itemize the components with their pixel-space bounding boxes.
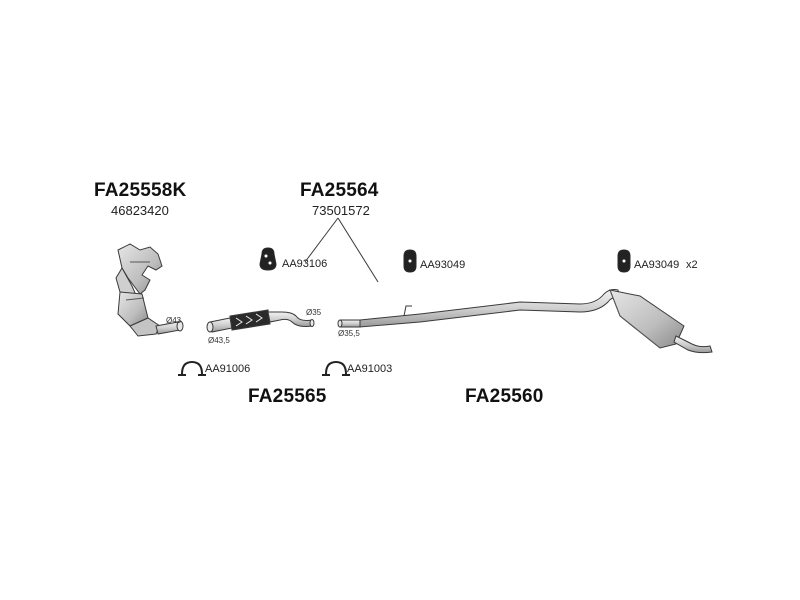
- callout-lines-front-pipe: [304, 217, 379, 283]
- diameter-manifold-out: Ø43: [166, 316, 182, 325]
- oem-number-manifold: 46823420: [111, 203, 169, 218]
- part-code-rear: FA25560: [465, 386, 544, 407]
- rubber-mount-icon: [403, 249, 417, 273]
- rubber-mount-icon: [259, 247, 277, 271]
- diameter-middle-in: Ø43,5: [208, 336, 230, 345]
- rubber-mount-icon: [617, 249, 631, 273]
- clamp-icon: [322, 360, 350, 376]
- clamp-icon: [178, 360, 206, 376]
- part-code-front-pipe: FA25564: [300, 180, 379, 201]
- mount-label-rear: AA93049: [634, 259, 680, 271]
- middle-pipe-part: [206, 309, 315, 333]
- part-code-manifold: FA25558K: [94, 180, 187, 201]
- mount-quantity-rear: x2: [686, 259, 698, 271]
- diameter-middle-out: Ø35: [306, 308, 322, 317]
- exhaust-manifold-part: [115, 243, 184, 337]
- part-code-middle: FA25565: [248, 386, 327, 407]
- clamp-label-1: AA91006: [205, 363, 251, 375]
- mount-label-front: AA93106: [282, 258, 328, 270]
- rear-pipe-part: [337, 289, 713, 354]
- clamp-label-2: AA91003: [347, 363, 393, 375]
- oem-number-front-pipe: 73501572: [312, 203, 370, 218]
- mount-label-middle: AA93049: [420, 259, 466, 271]
- diameter-rear-in: Ø35,5: [338, 329, 360, 338]
